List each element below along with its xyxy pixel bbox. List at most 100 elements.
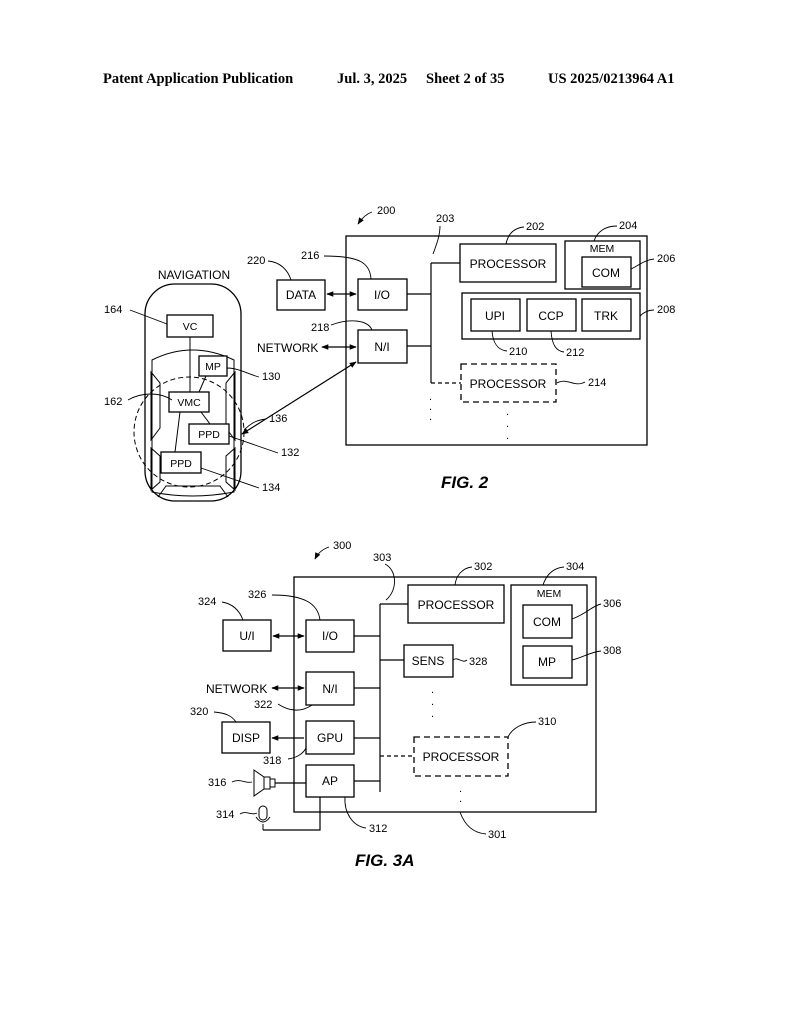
fig2-caption: FIG. 2 [441,473,489,492]
ref-202-lead [505,226,525,245]
sens-328-label: SENS [412,654,445,668]
ref-206: 206 [657,253,675,265]
ppd-132-label: PPD [198,429,220,441]
trk-label: TRK [594,309,618,323]
ref-208: 208 [657,304,675,316]
ref-164: 164 [104,304,122,316]
ref-132-lead [228,435,279,454]
ref-214-lead [556,380,586,385]
proc-310-dots-1: . [459,783,462,795]
sens-328-box [403,644,454,678]
vehicle-window-right-rear [225,446,236,492]
gpu-318-label: GPU [317,731,343,745]
ni-218-label: N/I [374,340,389,354]
publication-date: Jul. 3, 2025 [337,71,407,87]
ap-mic-link [263,797,321,831]
processor-202-label: PROCESSOR [470,257,547,271]
data-220-label: DATA [286,288,316,302]
proc-dots-2: . [506,418,509,430]
ref-202: 202 [526,221,544,233]
ref-320: 320 [190,706,208,718]
ap-312-label: AP [322,774,338,788]
network-label-3a: NETWORK [206,682,267,696]
ref-218: 218 [311,322,329,334]
gpu-318-box [305,720,355,755]
ref-136: 136 [269,413,287,425]
ref-220-lead [267,260,292,281]
ref-200: 200 [377,205,395,217]
ref-212: 212 [566,347,584,359]
ref-322-lead [277,703,313,711]
vehicle-rear-window [157,485,229,498]
bus-dots-2: . [429,401,432,413]
ref-203: 203 [436,213,454,225]
speaker-icon [253,769,276,797]
fig3a-diagram: 300 . . . . . PROCESSOR MEM COM MP SENS [190,540,621,870]
sheet-number: Sheet 2 of 35 [426,71,505,87]
ref-134-lead [200,467,260,489]
ref-324-lead [221,601,244,621]
fig2-diagram: 200 . . . . . . PROCESSOR MEM COM UPI CC… [104,205,675,502]
disp-320-box [221,721,271,754]
io-326-label: I/O [322,629,338,643]
mp-vmc-link [198,375,207,393]
bus-dots-3: . [429,411,432,423]
data-220-box [276,279,326,311]
mp-box [198,355,228,377]
ppd-134-label: PPD [170,458,192,470]
ref-162: 162 [104,396,122,408]
ni-322-box [305,671,355,706]
processor-302-label: PROCESSOR [418,598,495,612]
vmc-label: VMC [177,397,201,409]
ref-130: 130 [262,371,280,383]
com-206-box [581,256,632,288]
ppd-132-box [188,423,230,445]
fig3a-caption: FIG. 3A [355,851,415,870]
ref-300: 300 [333,540,351,552]
ref-322: 322 [254,699,272,711]
ref-303-lead [384,563,395,601]
ccp-212-label: CCP [538,309,563,323]
ref-310: 310 [538,716,556,728]
mem-204-label: MEM [590,243,615,255]
ni-218-box [357,329,408,364]
vehicle-window-left-front [150,370,161,442]
io-216-label: I/O [374,288,390,302]
ui-324-label: U/I [239,629,254,643]
microphone-icon [255,805,271,830]
proc-310-dots-2: . [459,793,462,805]
publication-label: Patent Application Publication [103,71,293,87]
ref-303: 303 [373,552,391,564]
ref-162-lead [127,393,173,401]
ref-306-lead [571,603,602,620]
ref-308: 308 [603,645,621,657]
ref-306: 306 [603,598,621,610]
ui-324-box [222,619,272,652]
ppd-134-box [160,451,202,474]
page-header: Patent Application Publication Jul. 3, 2… [103,71,675,87]
publication-number: US 2025/0213964 A1 [548,71,675,87]
ref-324: 324 [198,596,216,608]
processor-310-dashed-box [413,736,509,777]
ccp-212-box [526,298,577,332]
ref-220: 220 [247,255,265,267]
ref-328-lead [452,658,468,662]
ref-302-lead [454,566,473,586]
upi-210-label: UPI [485,309,505,323]
com-306-box [522,604,573,639]
mp-label: MP [205,361,221,373]
ref-312: 312 [369,823,387,835]
ref-204-lead [593,225,618,242]
ref-216: 216 [301,250,319,262]
ref-314-lead [239,812,258,815]
ref-318-lead [287,747,307,760]
upi-210-box [470,298,521,332]
vmc-ppd-b-link [174,411,181,453]
ref-328: 328 [469,656,487,668]
ref-316-lead [231,780,253,783]
proc-dots-3: . [506,430,509,442]
proc-dots-1: . [506,406,509,418]
vc-label: VC [183,321,198,333]
ref-200-arrow [357,211,373,225]
vmc-ppd-a-link [200,411,211,425]
